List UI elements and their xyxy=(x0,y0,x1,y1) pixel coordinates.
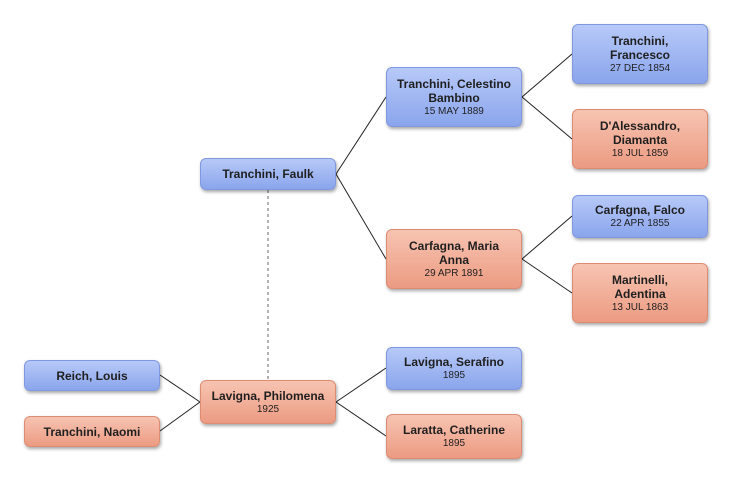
person-node-tranchini-naomi[interactable]: Tranchini, Naomi xyxy=(24,416,160,447)
person-node-carfagna-falco[interactable]: Carfagna, Falco 22 APR 1855 xyxy=(572,195,708,238)
person-node-tranchini-celestino-bambino[interactable]: Tranchini, Celestino Bambino 15 MAY 1889 xyxy=(386,67,522,127)
person-date: 22 APR 1855 xyxy=(610,218,670,229)
person-date: 13 JUL 1863 xyxy=(611,301,669,313)
person-name: Tranchini, Celestino Bambino xyxy=(396,76,512,105)
person-name: Martinelli, Adentina xyxy=(611,272,668,301)
person-name: Carfagna, Falco xyxy=(594,203,686,217)
person-date: 1925 xyxy=(256,403,280,415)
person-name: Tranchini, Faulk xyxy=(222,167,314,181)
person-node-tranchini-francesco[interactable]: Tranchini, Francesco 27 DEC 1854 xyxy=(572,24,708,84)
person-node-laratta-catherine[interactable]: Laratta, Catherine 1895 xyxy=(386,414,522,459)
person-date: 29 APR 1891 xyxy=(424,267,484,279)
person-date: 18 JUL 1859 xyxy=(611,147,669,159)
connector-faulk-maria xyxy=(335,173,387,260)
person-node-lavigna-philomena[interactable]: Lavigna, Philomena 1925 xyxy=(200,380,336,424)
person-name: Tranchini, Naomi xyxy=(43,424,141,439)
person-date: 15 MAY 1889 xyxy=(424,105,484,117)
person-name: Tranchini, Francesco xyxy=(609,33,671,62)
person-name: Lavigna, Serafino xyxy=(403,355,505,369)
person-node-lavigna-serafino[interactable]: Lavigna, Serafino 1895 xyxy=(386,347,522,390)
person-date: 27 DEC 1854 xyxy=(609,62,671,74)
connector-maria-adentina xyxy=(521,258,573,294)
person-node-reich-louis[interactable]: Reich, Louis xyxy=(24,360,160,391)
person-name: Laratta, Catherine xyxy=(402,423,506,437)
person-name: Carfagna, Maria Anna xyxy=(408,238,500,267)
connector-louis-philomena xyxy=(159,374,201,403)
connector-philomena-serafino xyxy=(335,367,387,403)
person-name: Reich, Louis xyxy=(56,368,128,383)
connector-philomena-catherine xyxy=(335,401,387,437)
person-date: 1895 xyxy=(442,438,466,449)
person-name: Lavigna, Philomena xyxy=(211,388,325,403)
person-node-tranchini-faulk[interactable]: Tranchini, Faulk xyxy=(200,158,336,190)
person-name: D'Alessandro, Diamanta xyxy=(599,118,681,147)
connector-celestino-francesco xyxy=(521,53,573,98)
person-date: 1895 xyxy=(442,370,466,381)
person-node-martinelli-adentina[interactable]: Martinelli, Adentina 13 JUL 1863 xyxy=(572,263,708,323)
connector-naomi-philomena xyxy=(159,401,201,432)
connector-maria-falco xyxy=(521,215,573,260)
connector-faulk-celestino xyxy=(335,96,387,175)
connector-celestino-diamanta xyxy=(521,96,573,140)
person-node-carfagna-maria-anna[interactable]: Carfagna, Maria Anna 29 APR 1891 xyxy=(386,229,522,289)
person-node-dalessandro-diamanta[interactable]: D'Alessandro, Diamanta 18 JUL 1859 xyxy=(572,109,708,169)
